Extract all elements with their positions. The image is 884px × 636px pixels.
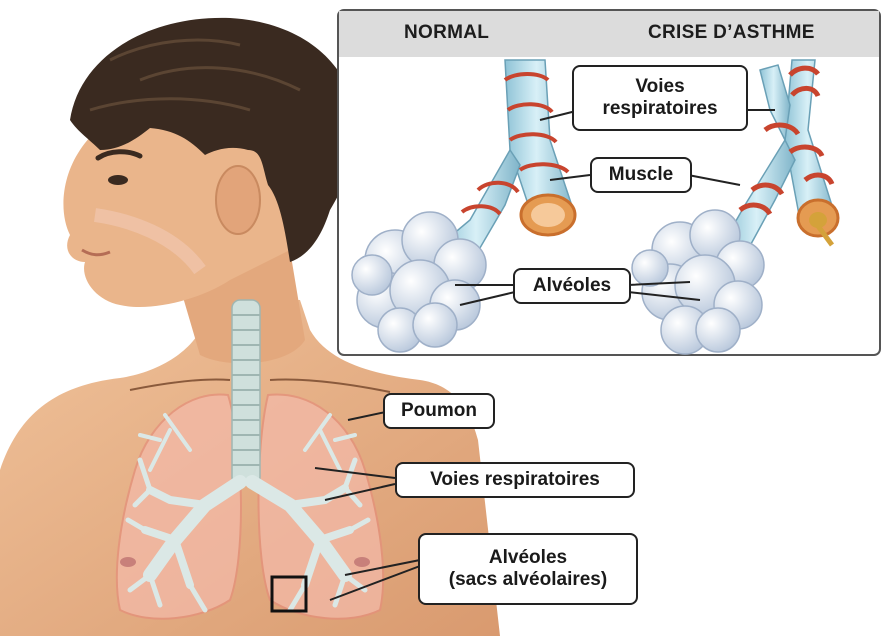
label-inset-alveoli: Alvéoles xyxy=(513,268,631,304)
ear xyxy=(216,166,260,234)
header-normal: NORMAL xyxy=(404,22,489,44)
label-body-alveoli: Alvéoles (sacs alvéolaires) xyxy=(418,533,638,605)
label-lung: Poumon xyxy=(383,393,495,429)
label-inset-airways: Voies respiratoires xyxy=(572,65,748,131)
header-asthma-attack: CRISE D’ASTHME xyxy=(648,22,815,44)
label-body-alveoli-line2: (sacs alvéolaires) xyxy=(449,569,607,591)
label-body-airways: Voies respiratoires xyxy=(395,462,635,498)
label-body-alveoli-line1: Alvéoles xyxy=(489,547,567,569)
eye xyxy=(108,175,128,185)
label-inset-muscle: Muscle xyxy=(590,157,692,193)
trachea xyxy=(232,300,260,485)
label-inset-airways-line2: respiratoires xyxy=(602,98,717,120)
label-inset-airways-line1: Voies xyxy=(635,76,684,98)
